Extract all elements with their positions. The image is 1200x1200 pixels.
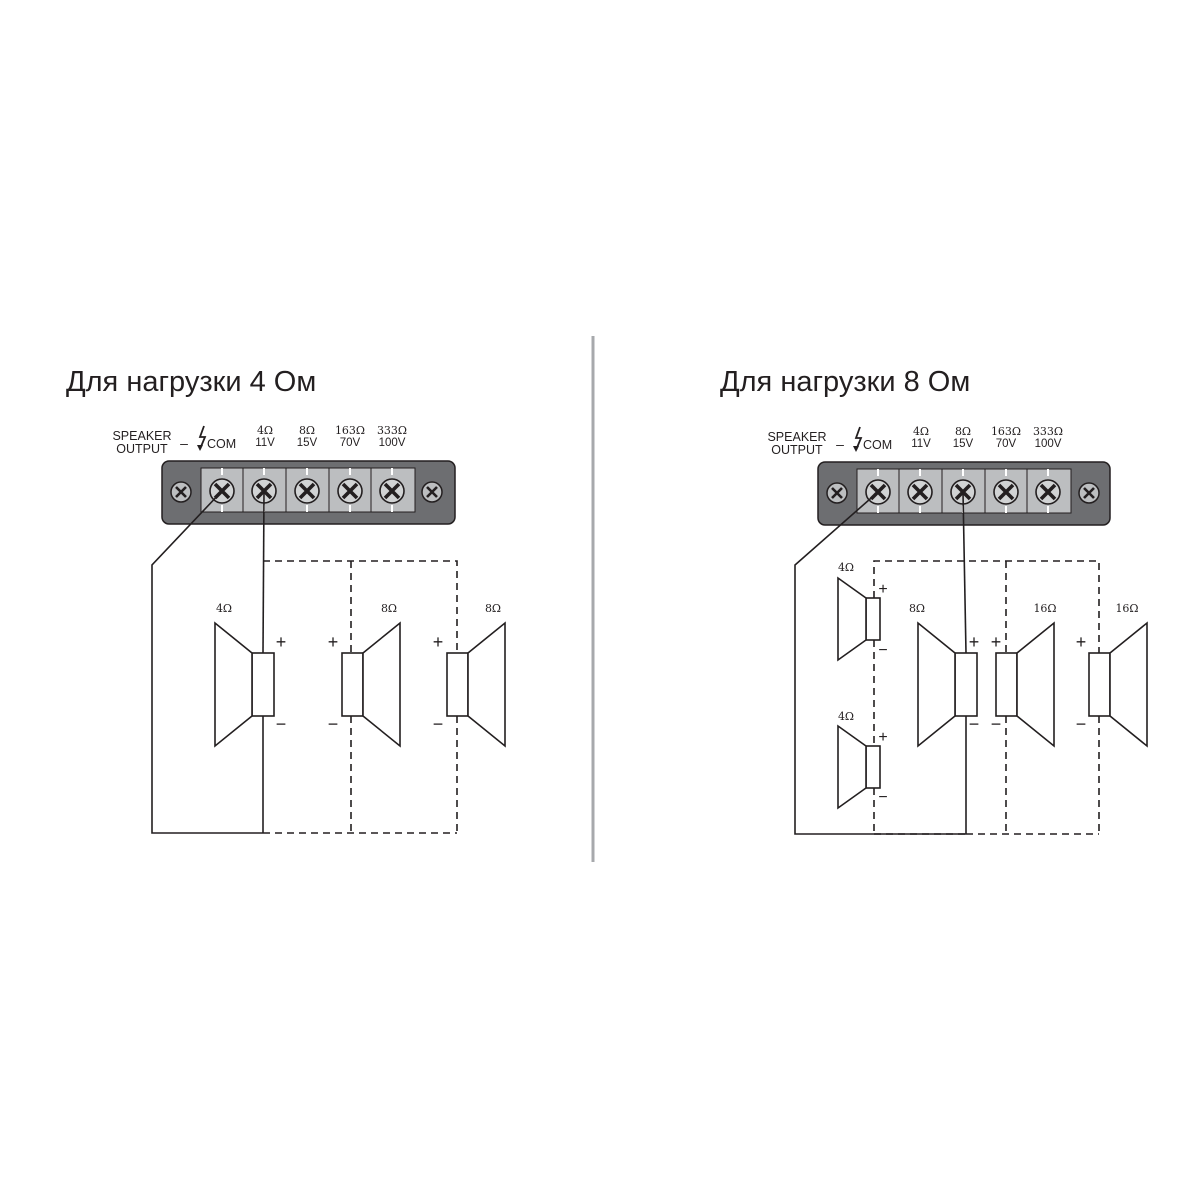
tap-volt-100: 100V	[1035, 438, 1062, 450]
speaker-impedance-label: 4Ω	[216, 602, 232, 615]
tap-ohm-163: 163Ω	[335, 424, 365, 437]
tap-ohm-4: 4Ω	[913, 425, 929, 438]
speaker-16-ohm-icon	[1088, 621, 1148, 748]
tap-ohm-8: 8Ω	[299, 424, 315, 437]
plus-sign: +	[969, 632, 980, 652]
com-label: COM	[863, 438, 892, 452]
panel-8-ohm: SPEAKER OUTPUT – COM 4Ω 11V 8Ω 15V 163Ω …	[767, 425, 1148, 835]
panel-title-4-ohm: Для нагрузки 4 Ом	[66, 366, 317, 398]
tap-ohm-8: 8Ω	[955, 425, 971, 438]
plus-sign: +	[878, 581, 887, 598]
mount-screw-left-icon	[170, 481, 192, 503]
speaker-impedance-label: 16Ω	[1033, 602, 1056, 615]
minus-sign: −	[433, 714, 444, 734]
mount-screw-right-icon	[1078, 482, 1100, 504]
ground-arrow-icon	[853, 446, 859, 452]
plus-sign: +	[276, 632, 287, 652]
minus-sign: −	[1076, 714, 1087, 734]
terminal-screw-333-ohm-icon	[1035, 479, 1061, 505]
terminal-screw-333-ohm-icon	[379, 478, 405, 504]
wires-dashed	[263, 560, 458, 834]
speaker-16-ohm-icon	[995, 621, 1055, 748]
minus-sign: −	[276, 714, 287, 734]
tap-volt-11: 11V	[255, 437, 275, 449]
panel-title-8-ohm: Для нагрузки 8 Ом	[720, 366, 971, 398]
speaker-impedance-label: 16Ω	[1115, 602, 1138, 615]
minus-sign: −	[328, 714, 339, 734]
dash-sign: –	[836, 436, 844, 452]
wires-dashed	[873, 560, 1100, 835]
minus-sign: −	[969, 714, 980, 734]
speaker-output-label-line1: SPEAKER	[767, 430, 826, 444]
terminal-screw-163-ohm-icon	[337, 478, 363, 504]
com-label: COM	[207, 437, 236, 451]
speaker-output-label-line2: OUTPUT	[116, 442, 168, 456]
plus-sign: +	[328, 632, 339, 652]
mount-screw-right-icon	[421, 481, 443, 503]
tap-volt-15: 15V	[953, 438, 974, 450]
terminal-dividers	[898, 469, 1028, 513]
speaker-impedance-label: 8Ω	[485, 602, 501, 615]
speaker-output-label-line1: SPEAKER	[112, 429, 171, 443]
minus-sign: −	[991, 714, 1002, 734]
plus-sign: +	[433, 632, 444, 652]
ground-symbol-icon	[198, 425, 207, 450]
tap-ohm-163: 163Ω	[991, 425, 1021, 438]
mount-screw-left-icon	[826, 482, 848, 504]
terminal-screw-163-ohm-icon	[993, 479, 1019, 505]
speaker-4-ohm-icon	[214, 621, 275, 748]
minus-sign: −	[878, 642, 887, 659]
panel-4-ohm: SPEAKER OUTPUT – COM 4Ω 11V 8Ω 15V 163Ω …	[112, 424, 506, 834]
speaker-8-ohm-icon	[446, 621, 506, 748]
speaker-impedance-label: 4Ω	[838, 561, 854, 574]
speaker-8-ohm-icon	[917, 621, 978, 748]
speaker-output-label-line2: OUTPUT	[771, 443, 823, 457]
wires-solid	[151, 490, 265, 834]
terminal-screw-8-ohm-icon	[294, 478, 320, 504]
tap-ohm-333: 333Ω	[1033, 425, 1063, 438]
tap-volt-15: 15V	[297, 437, 318, 449]
speaker-impedance-label: 8Ω	[909, 602, 925, 615]
terminal-dividers	[242, 468, 372, 512]
speaker-8-ohm-icon	[341, 621, 401, 748]
plus-sign: +	[878, 729, 887, 746]
tap-ohm-4: 4Ω	[257, 424, 273, 437]
plus-sign: +	[991, 632, 1002, 652]
tap-volt-11: 11V	[911, 438, 931, 450]
speaker-impedance-label: 4Ω	[838, 710, 854, 723]
minus-sign: −	[878, 789, 887, 806]
ground-arrow-icon	[197, 445, 203, 451]
dash-sign: –	[180, 435, 188, 451]
tap-ohm-333: 333Ω	[377, 424, 407, 437]
speaker-4-ohm-icon	[837, 576, 881, 662]
tap-volt-70: 70V	[340, 437, 361, 449]
terminal-screw-4-ohm-icon	[907, 479, 933, 505]
plus-sign: +	[1076, 632, 1087, 652]
speaker-4-ohm-icon	[837, 724, 881, 810]
ground-symbol-icon	[854, 426, 863, 451]
tap-volt-100: 100V	[379, 437, 406, 449]
speaker-impedance-label: 8Ω	[381, 602, 397, 615]
tap-volt-70: 70V	[996, 438, 1017, 450]
